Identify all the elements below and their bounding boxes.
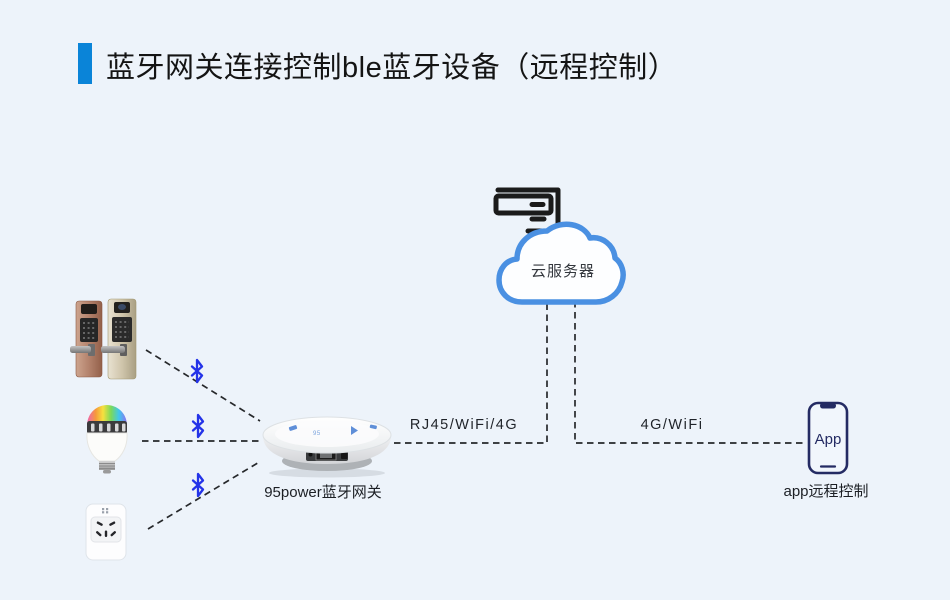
smartphone-icon: App bbox=[807, 401, 849, 475]
phone-label: app远程控制 bbox=[783, 483, 869, 500]
link-socket-gateway bbox=[147, 460, 262, 530]
bluetooth-icon bbox=[191, 413, 205, 439]
svg-text:95: 95 bbox=[313, 431, 321, 437]
gateway-label: 95power蓝牙网关 bbox=[264, 484, 382, 501]
page-title: 蓝牙网关连接控制ble蓝牙设备（远程控制） bbox=[106, 52, 678, 84]
phone-notch bbox=[820, 403, 836, 409]
bluetooth-icon bbox=[191, 472, 205, 498]
link-label-4g-wifi: 4G/WiFi bbox=[640, 417, 704, 433]
bluetooth-gateway-photo: 95 bbox=[262, 416, 392, 478]
title-accent-bar bbox=[78, 43, 92, 84]
cloud-label: 云服务器 bbox=[530, 263, 595, 280]
door-lock-photo bbox=[70, 298, 137, 380]
smart-socket-photo bbox=[85, 503, 127, 561]
cloud-shape bbox=[496, 221, 626, 305]
link-lock-gateway bbox=[145, 349, 261, 422]
gateway-top-marks: 95 bbox=[288, 424, 377, 437]
smart-bulb-photo bbox=[86, 405, 128, 474]
link-label-rj45-wifi-4g: RJ45/WiFi/4G bbox=[409, 417, 519, 433]
cloud-server-icon bbox=[493, 187, 626, 305]
bluetooth-icon bbox=[190, 358, 204, 384]
phone-screen-text: App bbox=[815, 431, 842, 448]
